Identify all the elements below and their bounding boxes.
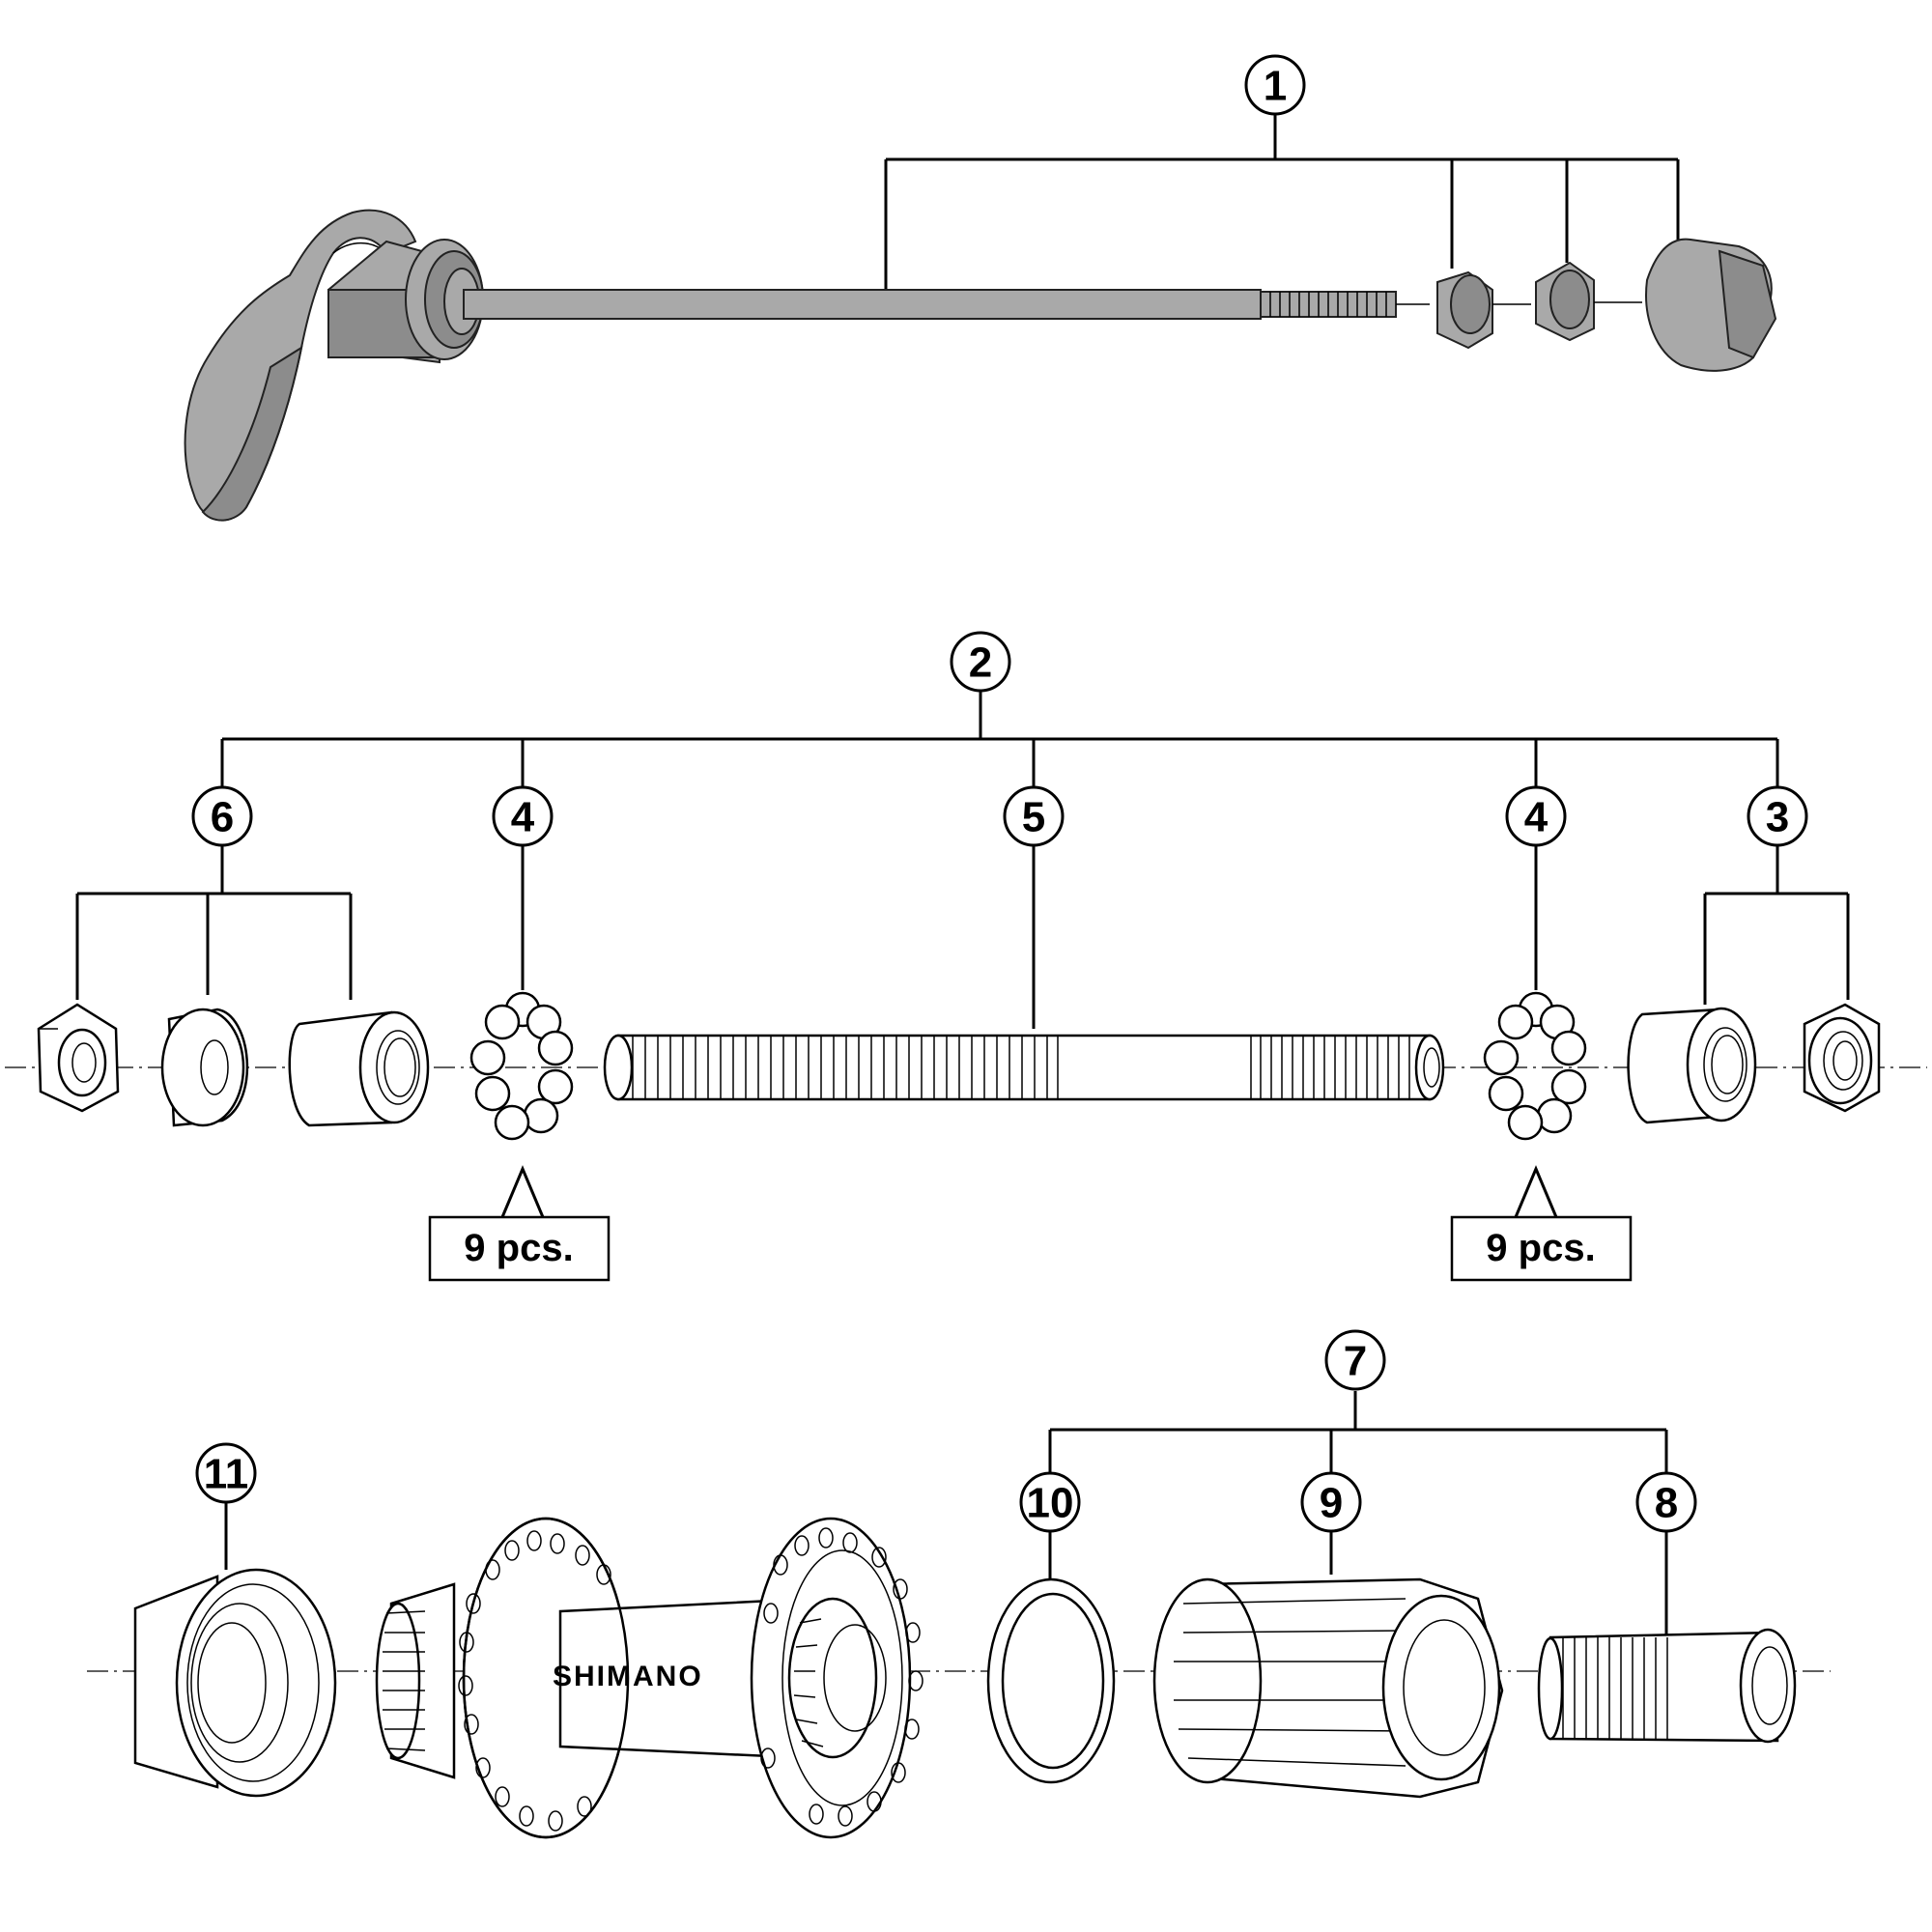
right-flange-spoke-holes	[760, 1527, 923, 1827]
hub-body-assembly: 11	[87, 1329, 1831, 1839]
axle-thread-left	[632, 1036, 1048, 1099]
callout-3-leaders	[1703, 845, 1850, 1005]
freehub-splines	[1174, 1598, 1410, 1767]
callout-10: 10	[1019, 1471, 1081, 1533]
callout-11-label: 11	[204, 1451, 249, 1498]
callout-9-label: 9	[1320, 1480, 1343, 1527]
qr-lever	[184, 209, 417, 522]
callout-2-leaders	[220, 691, 1779, 787]
callout-4-left-label: 4	[511, 794, 535, 841]
left-cone	[288, 1010, 430, 1127]
callout-1-label: 1	[1264, 63, 1287, 110]
right-ball-qty-callout: 9 pcs.	[1450, 1165, 1633, 1282]
freehub-body	[1152, 1577, 1504, 1799]
callout-7-leaders	[1048, 1391, 1668, 1473]
callout-5: 5	[1003, 785, 1065, 847]
callout-6: 6	[191, 785, 253, 847]
callout-7-label: 7	[1344, 1338, 1367, 1385]
callout-9: 9	[1300, 1471, 1362, 1533]
callout-8: 8	[1635, 1471, 1697, 1533]
axle-thread-right	[1260, 1036, 1410, 1099]
left-ball-qty-label: 9 pcs.	[464, 1227, 573, 1269]
callout-2: 2	[950, 631, 1011, 693]
callout-7: 7	[1324, 1329, 1386, 1391]
callout-6-leaders	[75, 845, 353, 1000]
callout-6-label: 6	[211, 794, 234, 841]
callout-1-leaders	[884, 111, 1680, 290]
left-ball-bearings	[469, 991, 574, 1141]
qr-spring-1	[1436, 270, 1531, 350]
dust-cap	[133, 1568, 337, 1798]
callout-10-label: 10	[1027, 1480, 1074, 1527]
qr-cam-body	[327, 239, 484, 364]
callout-2-label: 2	[969, 639, 992, 687]
left-lock-nut	[37, 1003, 120, 1113]
spacer-ring	[986, 1577, 1116, 1784]
qr-spring-2	[1535, 261, 1642, 342]
callout-5-label: 5	[1022, 794, 1045, 841]
right-cone	[1627, 1007, 1757, 1124]
qr-adjusting-nut	[1645, 238, 1777, 372]
quick-release-assembly: 1	[184, 54, 1777, 522]
hub-shell: SHIMANO	[375, 1517, 923, 1839]
freehub-fixing-bolt	[1537, 1628, 1797, 1744]
left-ball-qty-callout: 9 pcs.	[428, 1165, 611, 1282]
right-ball-qty-label: 9 pcs.	[1486, 1227, 1595, 1269]
callout-11: 11	[195, 1442, 257, 1504]
callout-1: 1	[1244, 54, 1306, 116]
hub-axle	[603, 1034, 1445, 1101]
left-flange-spoke-holes	[458, 1530, 611, 1832]
left-washer	[160, 1008, 249, 1127]
hub-brand-logo: SHIMANO	[553, 1661, 703, 1692]
bolt-threads	[1562, 1637, 1668, 1739]
callout-8-label: 8	[1655, 1480, 1678, 1527]
callout-4-right-label: 4	[1524, 794, 1548, 841]
callout-3: 3	[1747, 785, 1808, 847]
qr-skewer-rod	[463, 289, 1430, 320]
right-lock-nut	[1803, 1003, 1881, 1113]
callout-3-label: 3	[1766, 794, 1789, 841]
callout-4-right: 4	[1505, 785, 1567, 847]
callout-4-left: 4	[492, 785, 554, 847]
right-ball-bearings	[1483, 991, 1587, 1141]
freehub-spline-core	[793, 1618, 824, 1747]
rotor-spline-teeth	[383, 1610, 426, 1751]
axle-assembly: 2 6 4 5	[5, 631, 1927, 1282]
